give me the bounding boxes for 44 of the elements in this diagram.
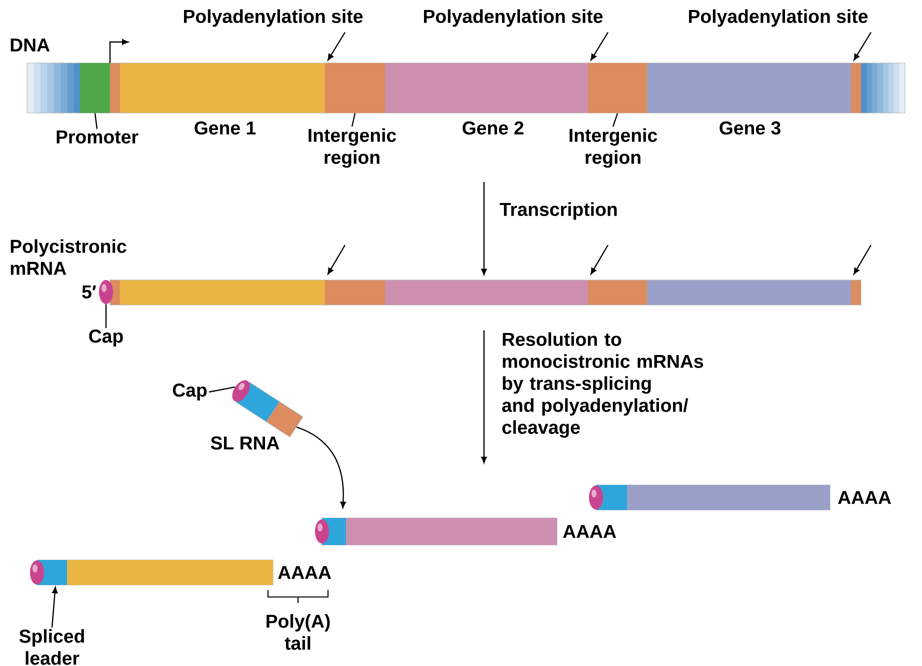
arrow: [328, 244, 346, 274]
arrow: [854, 244, 872, 274]
segment-label: Gene 1: [194, 121, 256, 135]
leader-arrow: [854, 32, 872, 60]
label-text: Spliced leader: [19, 629, 84, 665]
arrow: [481, 182, 487, 276]
label-text: Polyadenylation site: [689, 9, 868, 27]
segment-label: Poly(A) tail: [266, 614, 330, 650]
edge-label: Transcription: [500, 202, 617, 220]
arrow: [590, 244, 609, 274]
promoter-segment: [80, 63, 110, 113]
edge-label: Resolution to monocistronic mRNAs by trans-splicing and polyadenylation/ cleavage: [502, 332, 704, 438]
leader-line: [612, 113, 618, 127]
label-text: Intergenic region: [308, 128, 396, 168]
cap: [30, 560, 44, 584]
bar-label: Polycistronic mRNA: [10, 239, 126, 275]
intergenic-segment: [325, 63, 385, 113]
leader-line: [351, 113, 356, 127]
poly-a-label: AAAA: [563, 525, 616, 538]
leader-arrow: [328, 32, 346, 60]
label-text: Promoter: [56, 130, 138, 144]
bar-label: SL RNA: [210, 436, 280, 450]
arrow: [51, 586, 58, 628]
leader-line: [208, 386, 236, 393]
cap: [315, 520, 329, 544]
label-text: Intergenic region: [570, 128, 658, 168]
bar-label: DNA: [10, 38, 50, 52]
arrow: [296, 426, 346, 508]
segment-label: Gene 2: [462, 121, 524, 135]
cap: [589, 486, 603, 510]
intergenic-segment: [588, 63, 647, 113]
arrow: [481, 330, 487, 464]
label-text: Polyadenylation site: [184, 9, 363, 27]
end-label: 5′: [82, 285, 96, 299]
leader-line: [94, 113, 98, 129]
segment-label: Gene 3: [720, 121, 780, 135]
leader-arrow: [590, 32, 609, 60]
cap: [232, 380, 250, 402]
label-text: Cap: [172, 384, 207, 400]
poly-a-label: AAAA: [278, 566, 332, 579]
label-text: Polyadenylation site: [424, 9, 603, 27]
label-text: Cap: [89, 330, 123, 346]
leader-line: [105, 304, 107, 328]
poly-a-label: AAAA: [838, 491, 892, 504]
